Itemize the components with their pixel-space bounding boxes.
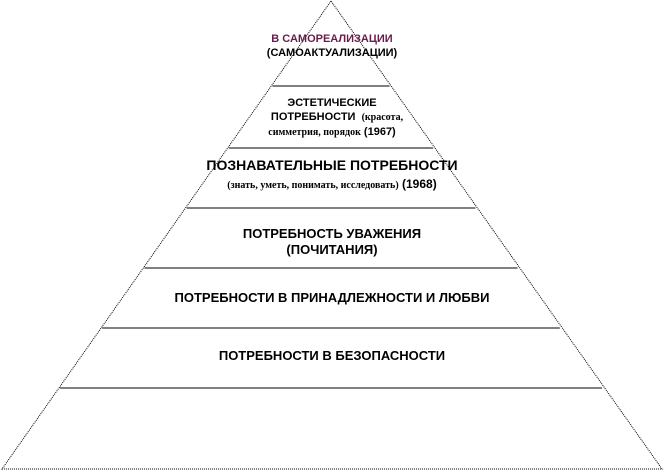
level-cognitive: ПОЗНАВАТЕЛЬНЫЕ ПОТРЕБНОСТИ (знать, уметь… (0, 157, 664, 192)
level-title-line2: ПОТРЕБНОСТИ (270, 111, 356, 124)
level-self-actualization: В САМОРЕАЛИЗАЦИИ (САМОАКТУАЛИЗАЦИИ) (0, 33, 664, 61)
level-title: ПОТРЕБНОСТИ В ПРИНАДЛЕЖНОСТИ И ЛЮБВИ (174, 290, 490, 305)
level-note: (красота, (361, 112, 404, 124)
level-title-line2: (ПОЧИТАНИЯ) (286, 242, 378, 258)
level-title: ПОТРЕБНОСТИ В БЕЗОПАСНОСТИ (218, 348, 446, 363)
level-dividers (59, 85, 603, 389)
level-note-cont: симметрия, порядок (268, 126, 361, 138)
level-title: В САМОРЕАЛИЗАЦИИ (271, 33, 393, 45)
level-note: (знать, уметь, понимать, исследовать) (227, 179, 399, 191)
level-year: (1968) (402, 176, 437, 191)
level-subtitle: (САМОАКТУАЛИЗАЦИИ) (266, 46, 398, 59)
level-safety: ПОТРЕБНОСТИ В БЕЗОПАСНОСТИ (0, 348, 664, 364)
level-belonging: ПОТРЕБНОСТИ В ПРИНАДЛЕЖНОСТИ И ЛЮБВИ (0, 290, 664, 306)
level-title-line1: ПОТРЕБНОСТЬ УВАЖЕНИЯ (242, 226, 422, 241)
level-year: (1967) (363, 125, 396, 138)
level-title: ПОЗНАВАТЕЛЬНЫЕ ПОТРЕБНОСТИ (206, 157, 458, 173)
level-esteem: ПОТРЕБНОСТЬ УВАЖЕНИЯ (ПОЧИТАНИЯ) (0, 226, 664, 259)
level-aesthetic: ЭСТЕТИЧЕСКИЕ ПОТРЕБНОСТИ (красота, симме… (0, 96, 664, 139)
level-title-line1: ЭСТЕТИЧЕСКИЕ (287, 97, 377, 109)
